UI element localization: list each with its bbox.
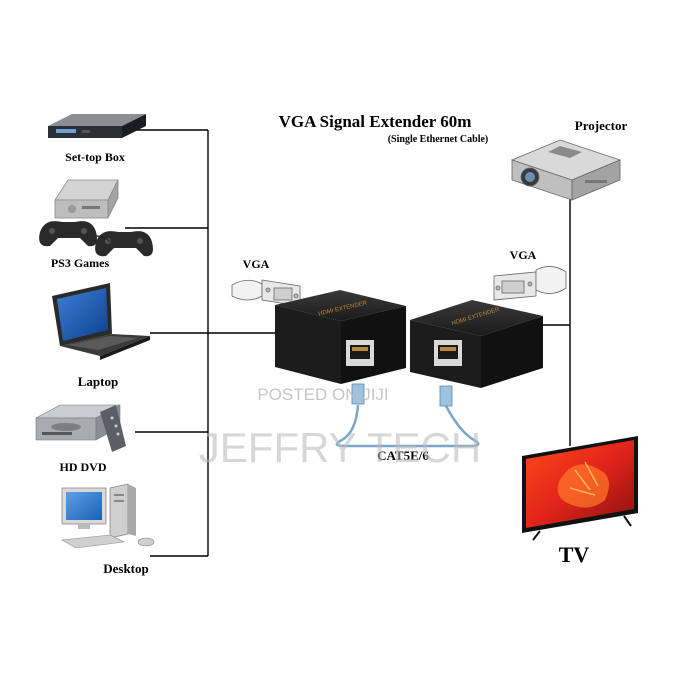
output-label-projector: Projector: [575, 118, 628, 133]
output-bus-wiring: [543, 195, 571, 446]
game-controller-icon: [39, 221, 153, 257]
laptop-icon: [52, 283, 150, 360]
watermark-brand: JEFFRY TECH: [199, 424, 481, 471]
desktop-computer-icon: [61, 483, 155, 549]
source-label-laptop: Laptop: [78, 374, 118, 389]
vga-connector-left-icon: [231, 279, 301, 307]
extender-receiver: [410, 300, 543, 388]
diagram-title: VGA Signal Extender 60m: [279, 112, 472, 131]
vga-label-right: VGA: [510, 248, 537, 262]
source-label-set-top-box: Set-top Box: [65, 150, 125, 164]
source-label-hd-dvd: HD DVD: [60, 460, 107, 474]
source-label-desktop: Desktop: [103, 561, 149, 576]
vga-label-left: VGA: [243, 257, 270, 271]
hd-dvd-player-icon: [35, 404, 126, 452]
projector-icon: [510, 139, 622, 201]
output-label-tv: TV: [559, 542, 590, 567]
extender-transmitter: [275, 290, 406, 384]
watermark-posted: POSTED ON JIJI: [257, 385, 388, 404]
diagram-subtitle: (Single Ethernet Cable): [388, 134, 489, 145]
ethernet-cable-icon: [335, 383, 480, 448]
source-label-ps3-games: PS3 Games: [51, 256, 110, 270]
cable-label: CAT5E/6: [377, 448, 429, 463]
set-top-box-icon: [48, 114, 146, 138]
ps3-console-icon: [54, 179, 119, 219]
source-bus-wiring: [125, 129, 275, 557]
tv-icon: [522, 436, 638, 541]
vga-connector-right-icon: [493, 266, 567, 301]
